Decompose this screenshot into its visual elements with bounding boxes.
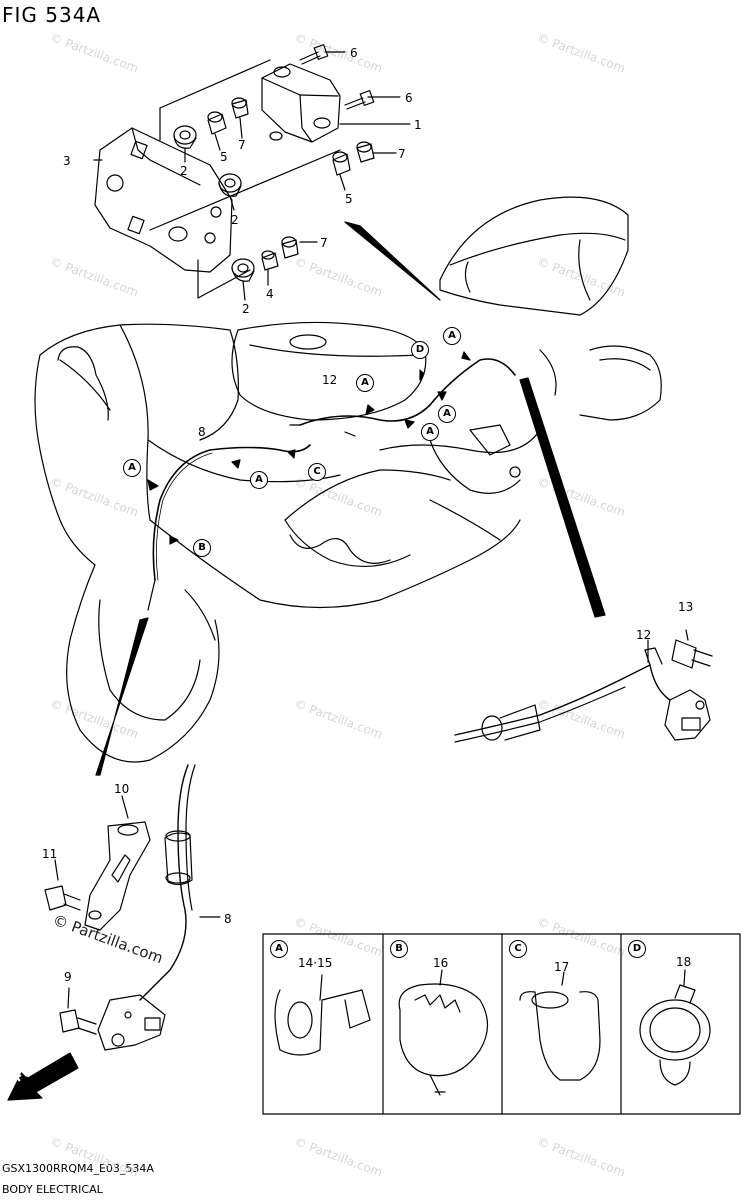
section-title: BODY ELECTRICAL (2, 1183, 103, 1196)
callout-2: 2 (180, 164, 188, 178)
callout-2: 2 (231, 213, 239, 227)
mount-bracket-assembly (93, 44, 411, 301)
panel-tag-d: D (628, 940, 646, 958)
front-wheel-speed-sensor (44, 764, 221, 1051)
callout-7: 7 (398, 147, 406, 161)
routing-tag-d: D (411, 341, 429, 359)
callout-1: 1 (414, 118, 422, 132)
panel-tag-c: C (509, 940, 527, 958)
routing-tag-a: A (356, 374, 374, 392)
routing-tag-c: C (308, 463, 326, 481)
rear-wheel-speed-sensor (454, 629, 713, 743)
diagram-code: GSX1300RRQM4_E03_534A (2, 1162, 154, 1175)
callout-4: 4 (266, 287, 274, 301)
figure-title: FIG 534A (2, 3, 102, 27)
routing-tag-b: B (193, 539, 211, 557)
callout-8: 8 (198, 425, 206, 439)
motorcycle-outline (34, 196, 662, 763)
callout-7: 7 (320, 236, 328, 250)
callout-3: 3 (63, 154, 71, 168)
routing-tag-a: A (123, 459, 141, 477)
routing-tag-a: A (250, 471, 268, 489)
detail-pointers (95, 221, 606, 776)
callout-11: 11 (42, 847, 58, 861)
panel-part-c: 17 (554, 960, 570, 974)
callout-5: 5 (345, 192, 353, 206)
panel-part-b: 16 (433, 956, 449, 970)
routing-tag-a: A (443, 327, 461, 345)
callout-12: 12 (322, 373, 338, 387)
callout-8: 8 (224, 912, 232, 926)
harness-routing (147, 358, 516, 611)
callout-5: 5 (220, 150, 228, 164)
callout-13: 13 (678, 600, 694, 614)
callout-2: 2 (242, 302, 250, 316)
routing-arrows (147, 351, 471, 545)
panel-part-a: 14·15 (298, 956, 333, 970)
panel-tag-a: A (270, 940, 288, 958)
callout-10: 10 (114, 782, 130, 796)
callout-12: 12 (636, 628, 652, 642)
routing-tag-a: A (421, 423, 439, 441)
fwd-arrow (7, 1052, 79, 1101)
callout-6: 6 (350, 46, 358, 60)
callout-9: 9 (64, 970, 72, 984)
routing-tag-a: A (438, 405, 456, 423)
panel-tag-b: B (390, 940, 408, 958)
callout-6: 6 (405, 91, 413, 105)
callout-7: 7 (238, 138, 246, 152)
clamp-panels (262, 933, 741, 1115)
panel-part-d: 18 (676, 955, 692, 969)
